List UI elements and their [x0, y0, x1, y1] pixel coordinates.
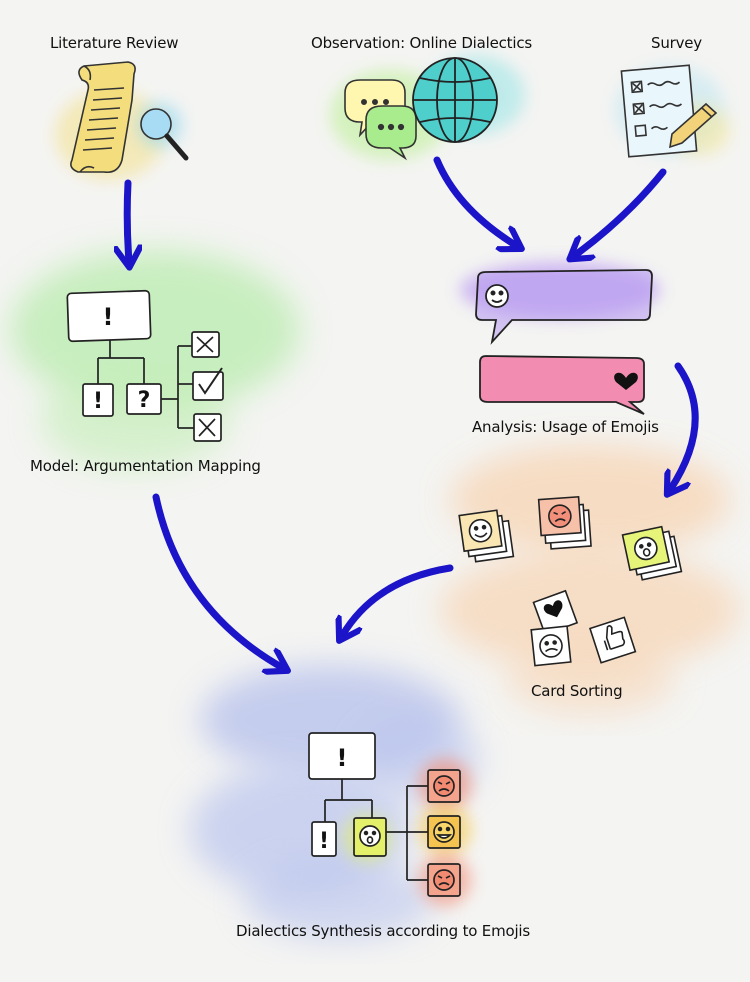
label-survey: Survey	[651, 34, 702, 52]
label-card-sorting: Card Sorting	[531, 682, 623, 700]
model-root-exclaim: !	[103, 303, 114, 331]
arrow-analysis-to-cards	[670, 362, 699, 490]
emoji-cards	[458, 495, 683, 667]
argumentation-map-model	[66, 289, 224, 442]
argumentation-map-synthesis	[308, 732, 461, 897]
survey-form-icon	[620, 64, 718, 158]
model-question-mark: ?	[138, 388, 151, 413]
model-pro-exclaim: !	[93, 389, 103, 414]
arrow-observation-to-analysis	[433, 156, 517, 246]
arrow-literature-to-model	[127, 179, 129, 262]
emoji-chat-bubbles	[475, 269, 653, 415]
magnifier-icon	[140, 108, 189, 161]
label-model: Model: Argumentation Mapping	[30, 457, 261, 475]
label-observation: Observation: Online Dialectics	[311, 34, 532, 52]
synthesis-root-exclaim: !	[337, 744, 348, 772]
synthesis-pro-exclaim: !	[319, 829, 329, 854]
arrow-model-to-synthesis	[152, 493, 283, 668]
arrow-cards-to-synthesis	[342, 564, 454, 636]
label-synthesis: Dialectics Synthesis according to Emojis	[236, 922, 531, 940]
label-analysis: Analysis: Usage of Emojis	[472, 418, 659, 436]
scroll-icon	[70, 61, 136, 174]
flow-arrows	[127, 156, 699, 668]
chat-bubbles-icon	[344, 79, 417, 161]
globe-icon	[412, 57, 498, 143]
label-literature-review: Literature Review	[50, 34, 179, 52]
watercolor-washes	[10, 55, 740, 940]
arrow-survey-to-analysis	[574, 168, 667, 256]
